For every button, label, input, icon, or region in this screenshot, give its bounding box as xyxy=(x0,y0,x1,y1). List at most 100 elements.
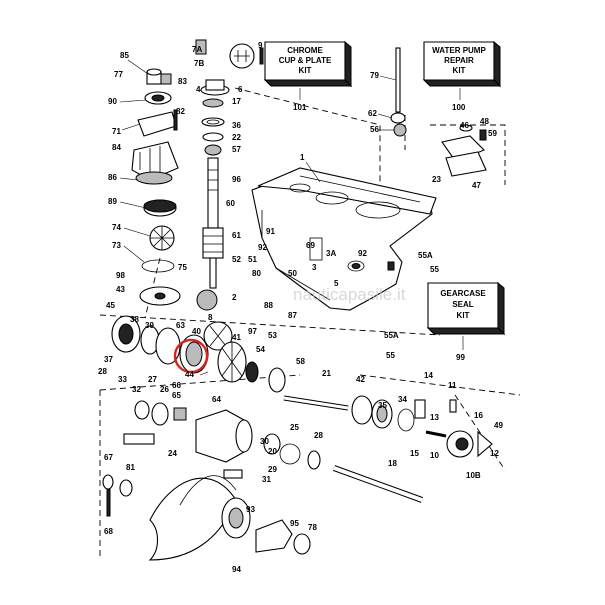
part-label: 84 xyxy=(112,143,121,152)
part-label: 6 xyxy=(238,85,243,94)
gearcase-seal-kit-box: GEARCASE SEAL KIT 99 xyxy=(426,281,506,362)
part-label: 47 xyxy=(472,181,481,190)
part-label: 1 xyxy=(300,153,305,162)
driveshaft-stack xyxy=(195,39,264,351)
part-label: 32 xyxy=(132,385,141,394)
part-label: 41 xyxy=(232,333,241,342)
part-label: 86 xyxy=(108,173,117,182)
part-label: 55A xyxy=(384,331,399,340)
chrome-kit-line1: CHROME xyxy=(287,46,323,55)
part-label: 51 xyxy=(248,255,257,264)
part-label: 83 xyxy=(178,77,187,86)
part-label: 69 xyxy=(306,241,315,250)
water-pump-kit-line3: KIT xyxy=(453,66,466,75)
part-label: 49 xyxy=(494,421,503,430)
part-label: 3A xyxy=(326,249,336,258)
part-label: 80 xyxy=(252,269,261,278)
part-label: 57 xyxy=(232,145,241,154)
part-label: 37 xyxy=(104,355,113,364)
part-label: 68 xyxy=(104,527,113,536)
part-label: 43 xyxy=(116,285,125,294)
part-label: 21 xyxy=(322,369,331,378)
part-label: 59 xyxy=(488,129,497,138)
part-label: 71 xyxy=(112,127,121,136)
part-label: 81 xyxy=(126,463,135,472)
part-label: 60 xyxy=(226,199,235,208)
group-outlines xyxy=(99,87,521,560)
part-label: 94 xyxy=(232,565,241,574)
gearcase-seal-kit-line3: KIT xyxy=(457,311,470,320)
water-pump-kit-box: WATER PUMP REPAIR KIT 100 xyxy=(422,40,502,112)
chrome-kit-box: CHROME CUP & PLATE KIT 101 xyxy=(263,40,353,112)
watermark: nauticapasile.it xyxy=(293,285,406,304)
part-label: 92 xyxy=(258,243,267,252)
part-label: 90 xyxy=(108,97,117,106)
water-pump-housing-parts xyxy=(390,47,487,177)
part-label: 38 xyxy=(130,315,139,324)
part-label: 92 xyxy=(358,249,367,258)
part-label: 2 xyxy=(232,293,237,302)
part-label: 66 xyxy=(172,381,181,390)
part-label: 56 xyxy=(370,125,379,134)
part-label: 4 xyxy=(196,85,201,94)
part-label: 96 xyxy=(232,175,241,184)
highlight-circle xyxy=(173,338,209,374)
part-label: 35 xyxy=(378,401,387,410)
part-label: 65 xyxy=(172,391,181,400)
gearcase-seal-kit-line2: SEAL xyxy=(452,300,473,309)
gearcase-housing xyxy=(251,167,437,311)
part-label: 44 xyxy=(185,370,194,379)
part-label: 13 xyxy=(430,413,439,422)
part-label: 20 xyxy=(268,447,277,456)
part-label: 48 xyxy=(480,117,489,126)
water-pump-kit-line1: WATER PUMP xyxy=(432,46,486,55)
part-label: 73 xyxy=(112,241,121,250)
part-label: 8 xyxy=(208,313,213,322)
part-label: 53 xyxy=(268,331,277,340)
gearcase-seal-kit-line1: GEARCASE xyxy=(440,289,486,298)
part-label: 91 xyxy=(266,227,275,236)
part-label: 17 xyxy=(232,97,241,106)
part-label: 82 xyxy=(176,107,185,116)
part-label: 15 xyxy=(410,449,419,458)
part-label: 12 xyxy=(490,449,499,458)
propeller-assembly xyxy=(102,400,424,561)
part-label: 55A xyxy=(418,251,433,260)
part-label: 61 xyxy=(232,231,241,240)
part-label: 64 xyxy=(212,395,221,404)
part-label: 14 xyxy=(424,371,433,380)
part-label: 24 xyxy=(168,449,177,458)
part-label: 10B xyxy=(466,471,481,480)
part-label: 88 xyxy=(264,301,273,310)
part-label: 16 xyxy=(474,411,483,420)
part-label: 93 xyxy=(246,505,255,514)
part-label: 78 xyxy=(308,523,317,532)
part-label: 26 xyxy=(160,385,169,394)
part-label: 55 xyxy=(430,265,439,274)
part-label: 11 xyxy=(448,381,457,390)
water-pump-stack xyxy=(131,68,181,306)
part-label: 5 xyxy=(334,279,339,288)
part-label: 27 xyxy=(148,375,157,384)
part-label: 62 xyxy=(368,109,377,118)
part-label: 89 xyxy=(108,197,117,206)
part-label: 87 xyxy=(288,311,297,320)
part-label: 63 xyxy=(176,321,185,330)
part-label: 30 xyxy=(260,437,269,446)
part-label: 23 xyxy=(432,175,441,184)
part-label: 28 xyxy=(314,431,323,440)
water-pump-kit-number: 100 xyxy=(452,103,466,112)
gear-row xyxy=(111,315,493,458)
part-label: 7B xyxy=(194,59,204,68)
part-label: 18 xyxy=(388,459,397,468)
part-label: 58 xyxy=(296,357,305,366)
gearcase-seal-kit-number: 99 xyxy=(456,353,465,362)
part-label: 42 xyxy=(356,375,365,384)
part-label: 85 xyxy=(120,51,129,60)
part-labels: 85 77 83 90 82 71 84 86 89 74 73 75 98 4… xyxy=(98,41,503,574)
part-label: 7A xyxy=(192,45,202,54)
part-label: 22 xyxy=(232,133,241,142)
part-label: 50 xyxy=(288,269,297,278)
